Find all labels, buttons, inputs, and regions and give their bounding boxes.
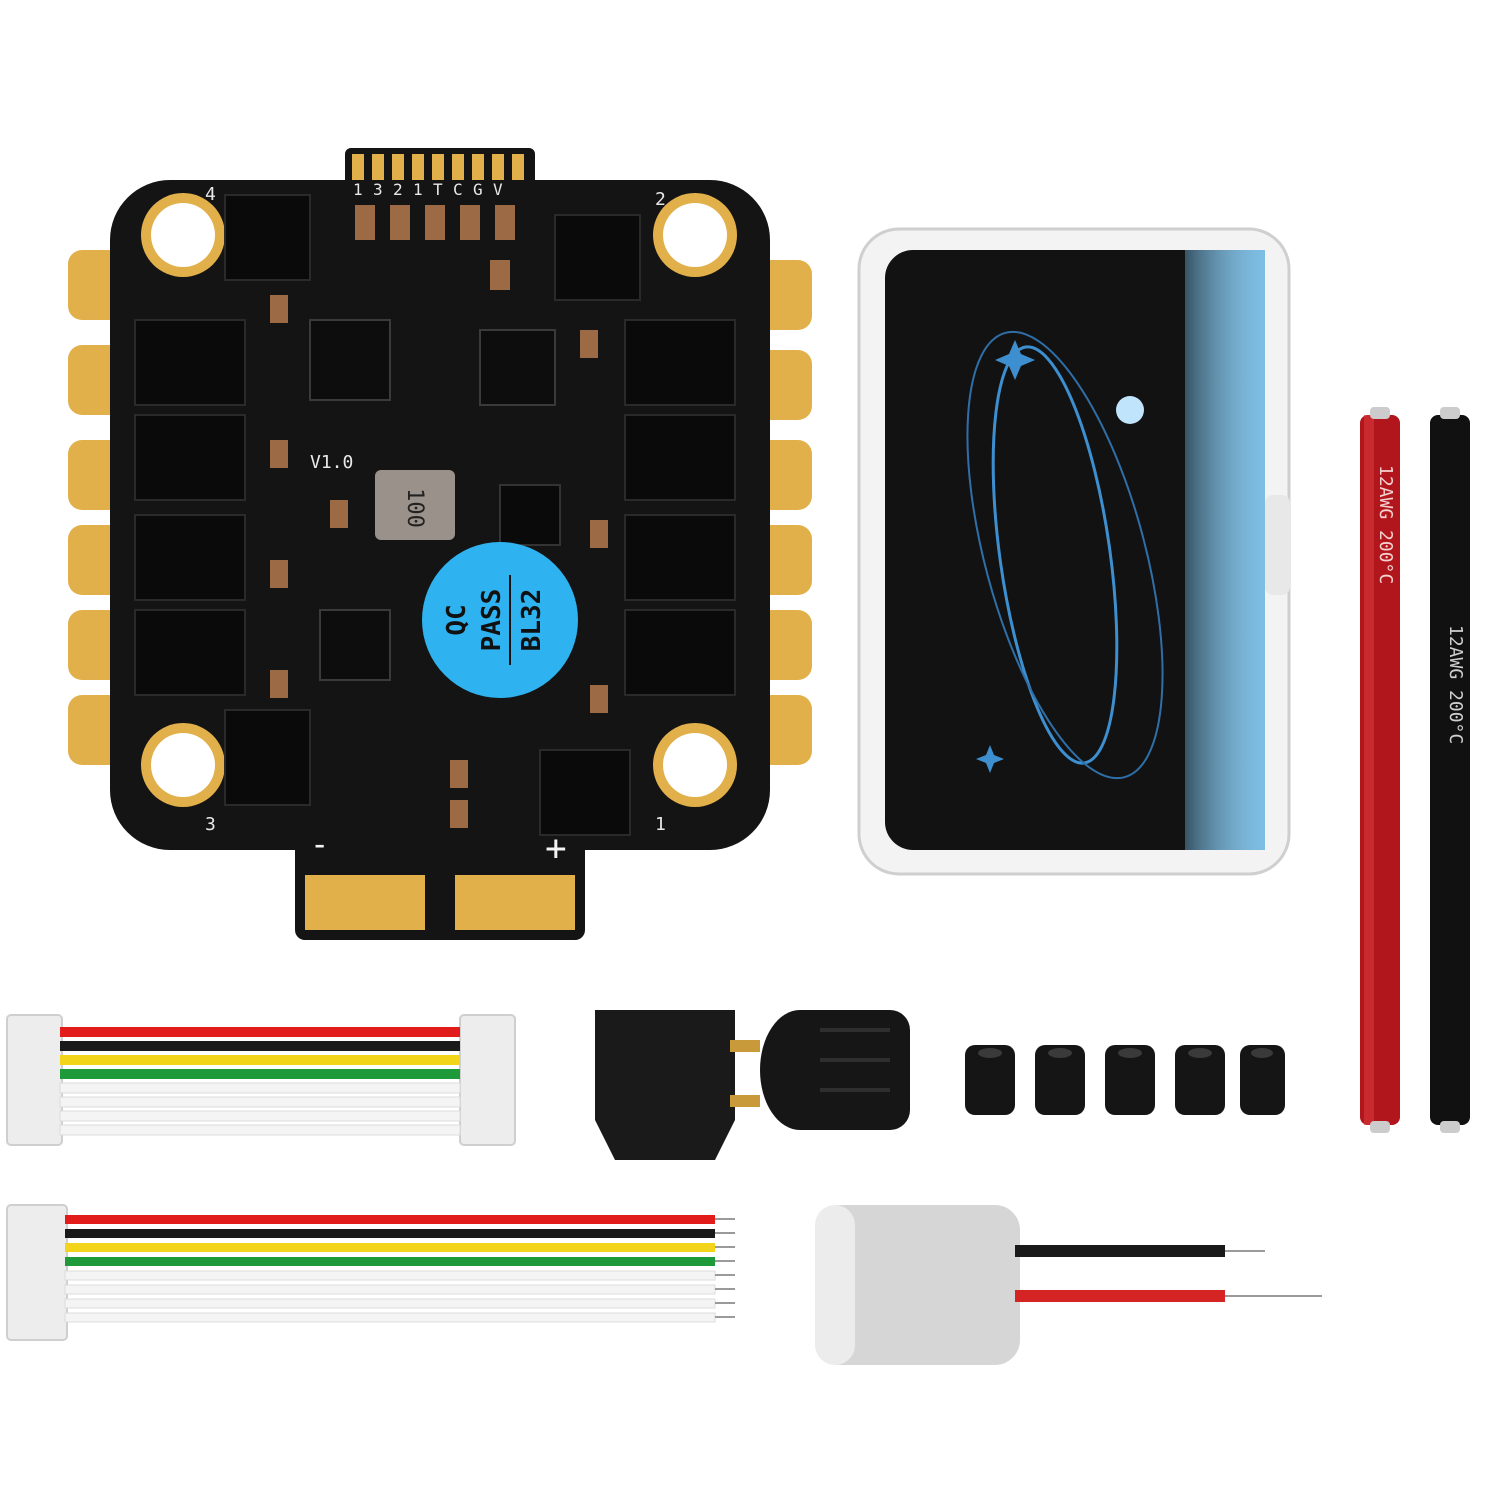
long-jst-cable — [6, 1204, 735, 1341]
sticker-line-bl32: BL32 — [517, 589, 547, 652]
pin-label: 1 — [413, 180, 423, 199]
corner-label: 2 — [655, 189, 666, 210]
sticker-line-pass: PASS — [477, 589, 507, 652]
version-label: V1.0 — [310, 452, 353, 473]
power-positive-label: + — [545, 828, 567, 869]
capacitor — [815, 1205, 1322, 1365]
power-negative-label: - — [310, 825, 329, 863]
pin-label: 2 — [393, 180, 403, 199]
corner-label: 4 — [205, 184, 216, 205]
sticker-line-qc: QC — [442, 604, 472, 635]
esc-board: 100 1 3 2 1 T C G V 4 2 3 1 V1.0 - + QC … — [68, 148, 812, 940]
corner-label: 1 — [655, 814, 666, 835]
black-wire-label: 12AWG 200°C — [1445, 625, 1466, 744]
qc-sticker: QC PASS BL32 — [422, 542, 578, 698]
storage-box — [857, 227, 1291, 876]
rubber-grommets — [965, 1045, 1285, 1115]
pin-label: 3 — [373, 180, 383, 199]
corner-label: 3 — [205, 814, 216, 835]
pin-label: T — [433, 180, 443, 199]
xt-connector — [595, 1010, 910, 1160]
pin-label: V — [493, 180, 503, 199]
pin-label: C — [453, 180, 463, 199]
short-jst-cable — [6, 1014, 516, 1146]
pin-label: 1 — [353, 180, 363, 199]
red-wire-label: 12AWG 200°C — [1375, 465, 1396, 584]
inductor-code: 100 — [402, 488, 427, 528]
pin-label: G — [473, 180, 483, 199]
silicone-wires: 12AWG 200°C 12AWG 200°C — [1360, 407, 1470, 1133]
mounting-holes — [141, 193, 737, 807]
mosfets — [134, 194, 736, 836]
